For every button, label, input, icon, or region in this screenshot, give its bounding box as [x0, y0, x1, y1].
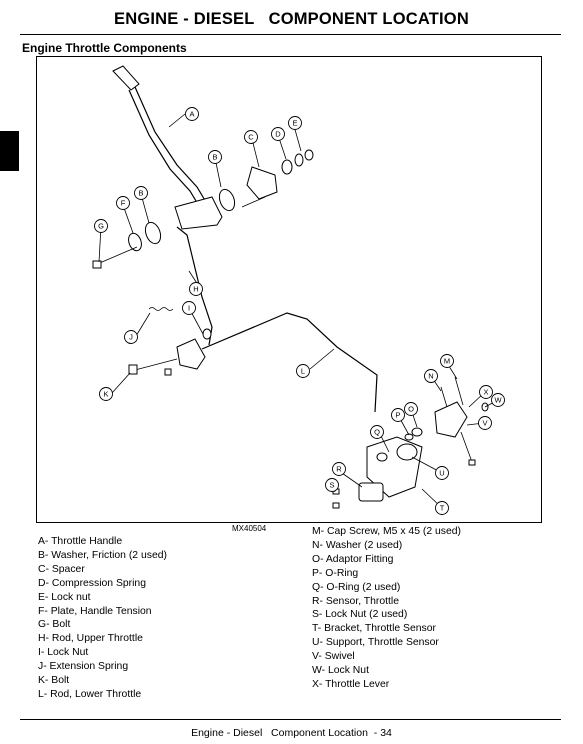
legend-item: X- Throttle Lever [312, 678, 390, 690]
throttle-sensor-assembly-drawing [332, 436, 423, 509]
legend-item: E- Lock nut [38, 591, 91, 603]
svg-text:D: D [275, 130, 281, 139]
svg-text:L: L [301, 367, 305, 376]
callout-b-upper: B [208, 150, 222, 164]
page-title: ENGINE - DIESEL COMPONENT LOCATION [114, 10, 469, 28]
svg-text:R: R [336, 465, 342, 474]
callout-s: S [325, 478, 339, 492]
legend-item: H- Rod, Upper Throttle [38, 633, 143, 645]
legend-item: I- Lock Nut [38, 647, 89, 659]
svg-text:M: M [444, 357, 450, 366]
handle-tension-plate-drawing [92, 196, 223, 269]
legend-item: F- Plate, Handle Tension [38, 605, 152, 617]
svg-text:O: O [408, 405, 414, 414]
svg-text:H: H [193, 285, 198, 294]
callout-r: R [332, 462, 346, 476]
svg-text:G: G [98, 222, 104, 231]
legend-item: W- Lock Nut [312, 665, 369, 677]
callout-k: K [99, 387, 113, 401]
svg-text:U: U [439, 469, 444, 478]
svg-text:J: J [129, 333, 133, 342]
figure-reference-code: MX40504 [232, 524, 267, 533]
legend-item: T- Bracket, Throttle Sensor [312, 623, 436, 635]
callout-f: F [116, 196, 130, 210]
throttle-lever-drawing [404, 376, 489, 466]
svg-text:A: A [189, 110, 194, 119]
callout-j: J [124, 330, 138, 344]
svg-text:B: B [138, 189, 143, 198]
callout-q: Q [370, 425, 384, 439]
svg-text:P: P [395, 411, 400, 420]
callout-e: E [288, 116, 302, 130]
svg-text:Q: Q [374, 428, 380, 437]
section-title: Engine Throttle Components [22, 41, 187, 55]
legend-item: Q- O-Ring (2 used) [312, 581, 401, 593]
legend-item: U- Support, Throttle Sensor [312, 637, 439, 649]
callout-i: I [182, 301, 196, 315]
svg-text:C: C [248, 133, 254, 142]
svg-text:E: E [292, 119, 297, 128]
svg-text:T: T [440, 504, 445, 513]
section-tab-marker [0, 131, 19, 171]
legend-item: N- Washer (2 used) [312, 539, 403, 551]
svg-text:N: N [428, 372, 433, 381]
svg-text:S: S [329, 481, 334, 490]
svg-text:X: X [483, 388, 488, 397]
svg-text:V: V [482, 419, 487, 428]
svg-text:B: B [212, 153, 217, 162]
footer-rule [20, 719, 561, 720]
callout-c: C [244, 130, 258, 144]
legend-item: A- Throttle Handle [38, 536, 123, 547]
callout-u: U [435, 466, 449, 480]
legend-item: V- Swivel [312, 651, 355, 663]
legend-item: K- Bolt [38, 675, 70, 687]
legend-item: B- Washer, Friction (2 used) [38, 549, 167, 561]
callout-h: H [189, 282, 203, 296]
callout-n: N [424, 369, 438, 383]
spacer-spring-nut-drawing [218, 149, 314, 212]
callout-a: A [185, 107, 199, 121]
legend-right-column: M- Cap Screw, M5 x 45 (2 used) N- Washer… [312, 525, 461, 692]
callout-t: T [435, 501, 449, 515]
lower-throttle-rod-drawing [201, 312, 378, 413]
callout-o: O [404, 402, 418, 416]
exploded-view-drawing: A B C D E F B G H I J K L M N O P Q R S … [92, 65, 505, 515]
legend-item: M- Cap Screw, M5 x 45 (2 used) [312, 526, 461, 537]
legend-item: G- Bolt [38, 619, 71, 631]
legend-left-column: A- Throttle Handle B- Washer, Friction (… [38, 535, 167, 702]
leader-lines [98, 113, 499, 509]
throttle-components-diagram: A B C D E F B G H I J K L M N O P Q R S … [36, 56, 542, 523]
callout-m: M [440, 354, 454, 368]
svg-text:I: I [188, 304, 190, 313]
callout-g: G [94, 219, 108, 233]
page-footer: Engine - Diesel Component Location - 34 [191, 727, 392, 739]
legend-item: L- Rod, Lower Throttle [38, 688, 142, 700]
svg-text:K: K [103, 390, 108, 399]
callout-x: X [479, 385, 493, 399]
callout-v: V [478, 416, 492, 430]
header-rule [20, 34, 561, 35]
legend-item: S- Lock Nut (2 used) [312, 609, 408, 621]
callout-p: P [391, 408, 405, 422]
legend-item: R- Sensor, Throttle [312, 595, 400, 607]
legend-item: O- Adaptor Fitting [312, 553, 394, 565]
svg-text:W: W [494, 396, 502, 405]
svg-text:F: F [121, 199, 126, 208]
throttle-handle-drawing [112, 65, 210, 212]
legend-item: D- Compression Spring [38, 577, 146, 589]
legend-item: J- Extension Spring [38, 661, 129, 673]
callout-b-lower: B [134, 186, 148, 200]
callout-d: D [271, 127, 285, 141]
legend-item: C- Spacer [38, 563, 85, 575]
spring-bracket-drawing [128, 307, 212, 376]
callout-l: L [296, 364, 310, 378]
callout-w: W [491, 393, 505, 407]
legend-item: P- O-Ring [312, 567, 359, 579]
